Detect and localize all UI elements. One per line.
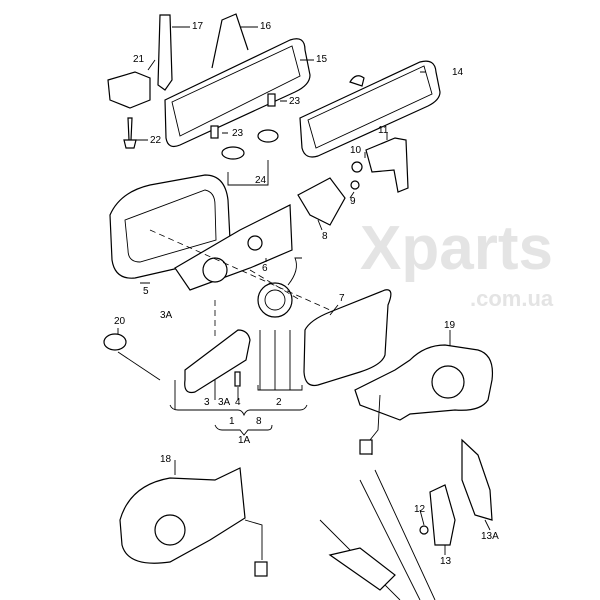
clip-23 [267, 93, 276, 107]
trim-11 [365, 137, 409, 193]
callout-10: 10 [350, 145, 362, 156]
callout-1: 1 [229, 416, 235, 427]
callout-21: 21 [133, 54, 145, 65]
callout-3: 3 [204, 397, 210, 408]
callout-4: 4 [235, 397, 241, 408]
callout-15: 15 [316, 54, 328, 65]
callout-8-group: 8 [256, 416, 262, 427]
callout-1A: 1A [238, 435, 251, 446]
leader-lines [117, 26, 491, 555]
sensor-20 [103, 333, 127, 351]
callout-12: 12 [414, 504, 426, 515]
callout-14: 14 [452, 67, 464, 78]
callout-11: 11 [378, 125, 389, 136]
nut-12 [419, 525, 429, 535]
screw-22 [123, 117, 137, 149]
mirror-assembly-19 [354, 344, 494, 456]
callout-20: 20 [114, 316, 126, 327]
callout-8: 8 [322, 231, 328, 242]
callout-23-lower: 23 [232, 128, 244, 139]
callout-13A: 13A [481, 531, 499, 542]
motor-adjuster [257, 282, 293, 318]
callout-7: 7 [339, 293, 345, 304]
sensor-21 [107, 71, 151, 109]
callout-18: 18 [160, 454, 172, 465]
interior-mirror-14 [299, 60, 441, 158]
cover-13A [461, 438, 493, 521]
bolt-9 [350, 180, 360, 190]
mirror-assembly-18 [119, 467, 268, 577]
callout-6: 6 [262, 263, 268, 274]
watermark-domain: .com.ua [470, 286, 554, 311]
callout-13: 13 [440, 556, 452, 567]
lower-cover-3 [184, 329, 251, 394]
callout-3A-lower: 3A [218, 397, 231, 408]
callout-3A-upper: 3A [160, 310, 173, 321]
callout-23: 23 [289, 96, 301, 107]
cover-8 [297, 177, 346, 226]
interior-mirror-15 [164, 13, 311, 148]
callout-19: 19 [444, 320, 456, 331]
cover-24a [221, 146, 245, 160]
callout-17: 17 [192, 21, 204, 32]
callout-22: 22 [150, 135, 162, 146]
cover-24b [257, 129, 279, 143]
callout-5: 5 [143, 286, 149, 297]
callout-16: 16 [260, 21, 272, 32]
callout-9: 9 [350, 196, 356, 207]
mirror-glass-7 [303, 289, 392, 387]
cover-17 [157, 14, 173, 91]
watermark-brand: Xparts [360, 214, 553, 283]
callout-24: 24 [255, 175, 267, 186]
screw-4 [234, 371, 241, 387]
trim-13 [429, 484, 456, 546]
callout-2: 2 [276, 397, 282, 408]
clip-23b [210, 125, 219, 139]
nut-10 [351, 161, 363, 173]
